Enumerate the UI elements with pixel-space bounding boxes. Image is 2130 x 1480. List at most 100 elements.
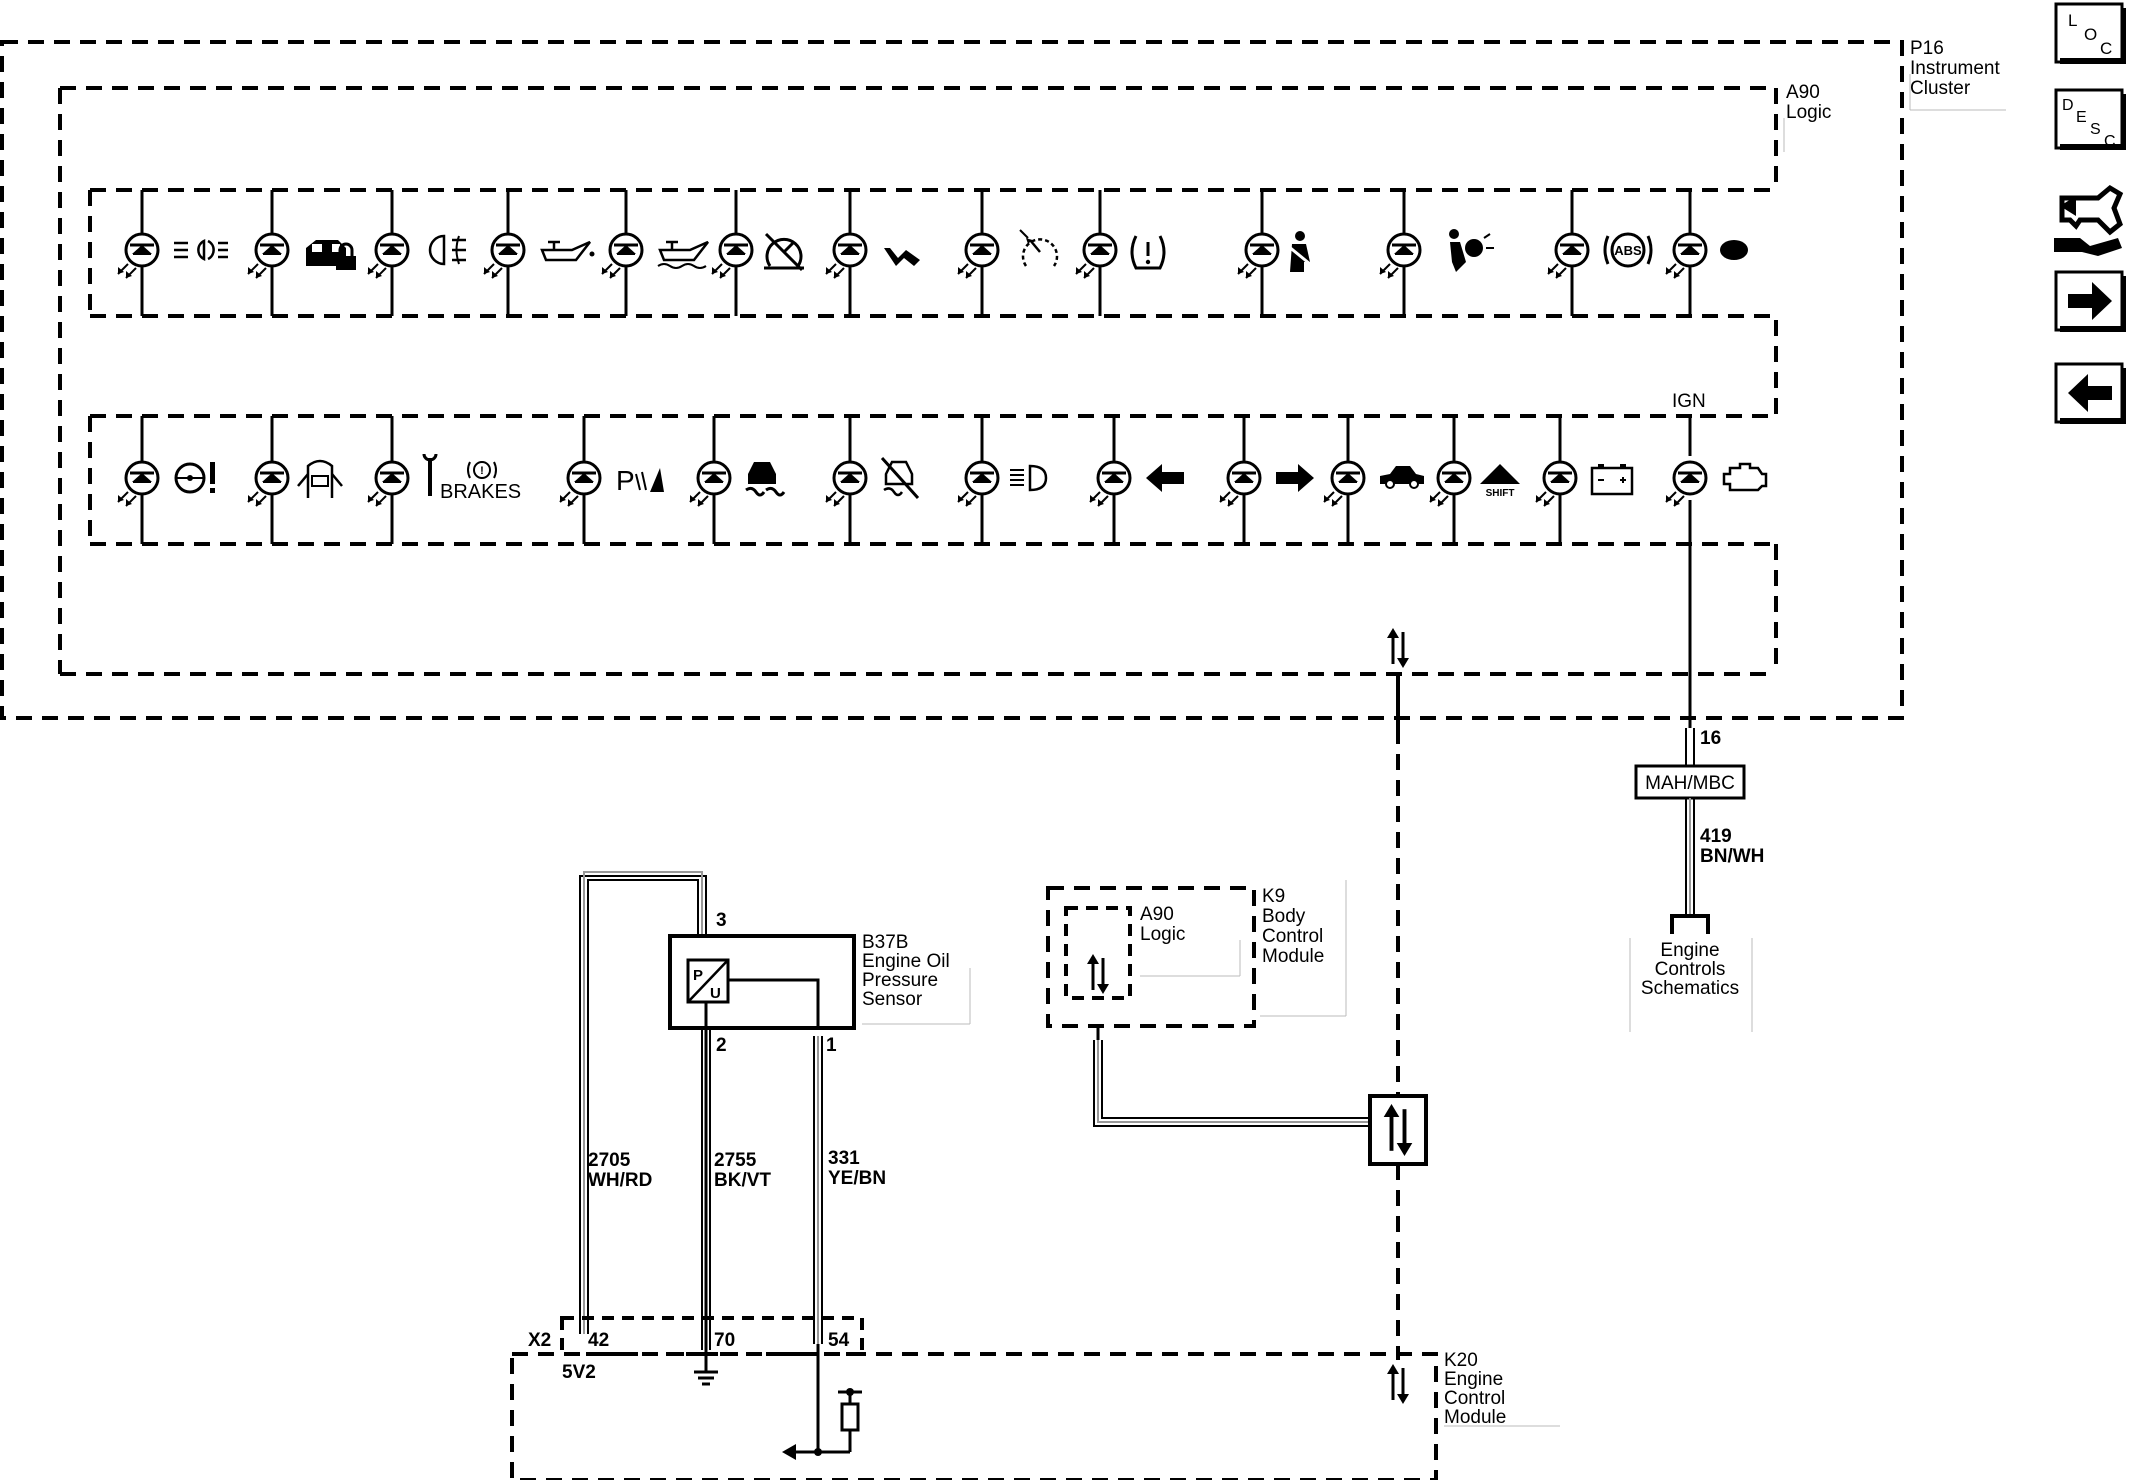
- ecm-pin-70: 70: [714, 1330, 735, 1351]
- indicator-led-park-assist-icon: [558, 416, 602, 544]
- mah-mbc-label: MAH/MBC: [1645, 773, 1735, 794]
- a90-logic-cluster-box: [60, 86, 1778, 188]
- svg-text:SHIFT: SHIFT: [1486, 488, 1515, 499]
- k9-bcm-box: [1046, 886, 1256, 1028]
- svg-text:2705: 2705: [588, 1150, 631, 1171]
- indicator-led-vehicle-ahead-icon: [1322, 416, 1366, 544]
- data-link-splice: [1368, 1094, 1428, 1166]
- svg-text:2755: 2755: [714, 1150, 757, 1171]
- engine-controls-reference[interactable]: Engine Controls Schematics: [1641, 940, 1739, 999]
- ground-symbol: [694, 1350, 718, 1386]
- p16-instrument-cluster-box: [0, 40, 1904, 720]
- tire-pressure-icon: [1130, 235, 1166, 270]
- next-page-button[interactable]: [2054, 270, 2126, 332]
- door-ajar-icon: [297, 459, 343, 498]
- abs-icon: ABS: [1603, 232, 1653, 268]
- check-engine-icon: [1722, 462, 1768, 492]
- indicator-led-traction-control-icon: [688, 416, 732, 544]
- k20-ecm-box: [510, 1352, 1438, 1480]
- svg-text:331: 331: [828, 1148, 860, 1169]
- p16-label: P16 Instrument Cluster: [1910, 38, 2000, 99]
- indicator-led-indicator-icon: [1664, 190, 1708, 316]
- svg-text:ABS: ABS: [1614, 243, 1642, 258]
- steering-warning-icon: [174, 462, 215, 494]
- svg-text:BK/VT: BK/VT: [714, 1170, 771, 1191]
- svg-text:C: C: [2100, 39, 2112, 58]
- svg-text:!: !: [480, 465, 484, 477]
- svg-text:Control: Control: [1262, 926, 1323, 947]
- sensor-pin-3: 3: [716, 910, 727, 931]
- svg-text:K20: K20: [1444, 1350, 1478, 1371]
- previous-page-button[interactable]: [2054, 362, 2126, 424]
- ecm-data-arrows: [1385, 1362, 1411, 1406]
- indicator-led-high-beam-icon: [956, 416, 1000, 544]
- wrench-connector-icon: [2059, 184, 2124, 236]
- indicator-led-fog-lamp-icon: [366, 190, 410, 316]
- pin-16: 16: [1700, 728, 1721, 749]
- indicator-led-service-brakes-icon: [366, 416, 410, 544]
- svg-text:Cluster: Cluster: [1910, 78, 1971, 99]
- seatbelt-icon: [1287, 231, 1311, 272]
- svg-text:Engine Oil: Engine Oil: [862, 951, 950, 972]
- wire-419-circuit: 419: [1700, 826, 1732, 847]
- svg-text:P16: P16: [1910, 38, 1944, 59]
- indicator-led-turn-left-icon: [1088, 416, 1132, 544]
- vehicle-ahead-icon: [1380, 466, 1424, 489]
- ecm-pin-54: 54: [828, 1330, 850, 1351]
- svg-text:Pressure: Pressure: [862, 970, 938, 991]
- svg-text:BRAKES: BRAKES: [440, 481, 521, 503]
- svg-text:U: U: [710, 985, 721, 1002]
- connector-wrench-button[interactable]: [2054, 184, 2124, 256]
- indicator-led-tire-pressure-icon: [1074, 190, 1118, 316]
- svg-text:Module: Module: [1262, 946, 1324, 967]
- a90-logic-bcm-box: [1064, 906, 1132, 1000]
- oil-pressure-icon: [540, 240, 595, 262]
- indicator-led-oil-pressure-icon: [482, 190, 526, 316]
- svg-text:YE/BN: YE/BN: [828, 1168, 886, 1189]
- svg-text:Schematics: Schematics: [1641, 978, 1739, 999]
- svg-text:K9: K9: [1262, 886, 1285, 907]
- desc-button[interactable]: D E S C: [2054, 88, 2126, 150]
- svg-text:C: C: [2104, 133, 2116, 150]
- indicator-led-turn-right-icon: [1218, 416, 1262, 544]
- stabilitrak-off-icon: [880, 456, 920, 500]
- loc-button[interactable]: L O C: [2054, 2, 2126, 64]
- svg-text:B37B: B37B: [862, 932, 908, 953]
- cruise-control-icon: [764, 232, 804, 272]
- indicator-led-airbag-icon: [1378, 190, 1422, 316]
- airbag-icon: [1449, 229, 1494, 272]
- mah-mbc-connector: [1634, 764, 1746, 800]
- shift-icon: SHIFT: [1480, 464, 1520, 499]
- wire-2755-label: 2755 BK/VT: [714, 1150, 771, 1191]
- b37b-label: B37B Engine Oil Pressure Sensor: [862, 932, 950, 1010]
- ecm-pin-42: 42: [588, 1330, 609, 1351]
- wire-331-label: 331 YE/BN: [828, 1148, 886, 1189]
- svg-text:Logic: Logic: [1786, 102, 1831, 123]
- a90-logic-cluster-label: A90 Logic: [1786, 82, 1831, 123]
- svg-text:E: E: [2076, 109, 2087, 126]
- sensor-pin-2: 2: [716, 1035, 727, 1056]
- svg-text:P: P: [693, 967, 703, 984]
- svg-text:Logic: Logic: [1140, 924, 1185, 945]
- svg-text:Engine: Engine: [1660, 940, 1719, 961]
- a90-logic-bcm-label: A90 Logic: [1140, 904, 1185, 945]
- arrow-left-icon: [2068, 374, 2112, 412]
- indicator-led-oil-level-icon: [600, 190, 644, 316]
- indicator-led-speed-limit-icon: [956, 190, 1000, 316]
- turn-right-icon: [1276, 464, 1314, 492]
- signal-input-circuit: [782, 1344, 862, 1460]
- indicator-led-door-ajar-icon: [246, 416, 290, 544]
- fog-lamp-icon: [428, 234, 466, 266]
- sensor-pin-1: 1: [826, 1035, 837, 1056]
- svg-text:Body: Body: [1262, 906, 1306, 927]
- svg-text:Controls: Controls: [1655, 959, 1726, 980]
- indicator-led-abs-icon: [1546, 190, 1590, 316]
- svg-text:Sensor: Sensor: [862, 989, 923, 1010]
- svg-text:Module: Module: [1444, 1407, 1506, 1428]
- indicator-led-headlamp-icon: [116, 190, 160, 316]
- x2-connector: [560, 1316, 864, 1356]
- wire-419-color: BN/WH: [1700, 846, 1764, 867]
- indicator-led-battery-icon: [1534, 416, 1578, 544]
- washer-fluid-icon: [884, 248, 920, 266]
- wire-2705-label: 2705 WH/RD: [588, 1150, 652, 1191]
